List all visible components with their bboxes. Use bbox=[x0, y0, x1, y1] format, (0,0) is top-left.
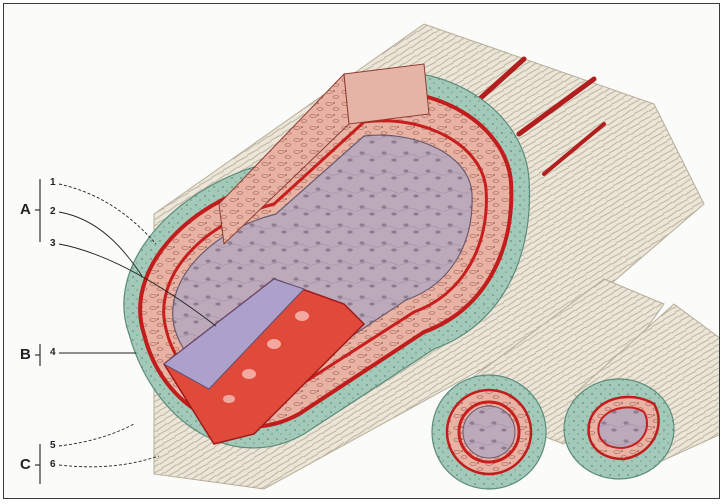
layer-label-b: B bbox=[20, 347, 31, 362]
leader-line-2 bbox=[59, 212, 142, 276]
leader-line-6 bbox=[59, 456, 159, 467]
marker-5: 5 bbox=[50, 441, 56, 451]
layer-label-c: C bbox=[20, 457, 31, 472]
marker-4: 4 bbox=[50, 348, 56, 358]
vessel-cross-section-illustration bbox=[4, 4, 720, 499]
marker-1: 1 bbox=[50, 178, 56, 188]
marker-3: 3 bbox=[50, 239, 56, 249]
marker-2: 2 bbox=[50, 207, 56, 217]
leader-line-5 bbox=[59, 424, 134, 446]
marker-6: 6 bbox=[50, 460, 56, 470]
layer-label-a: A bbox=[20, 202, 31, 217]
figure-frame: A B C 1 2 3 4 5 6 bbox=[3, 3, 720, 499]
